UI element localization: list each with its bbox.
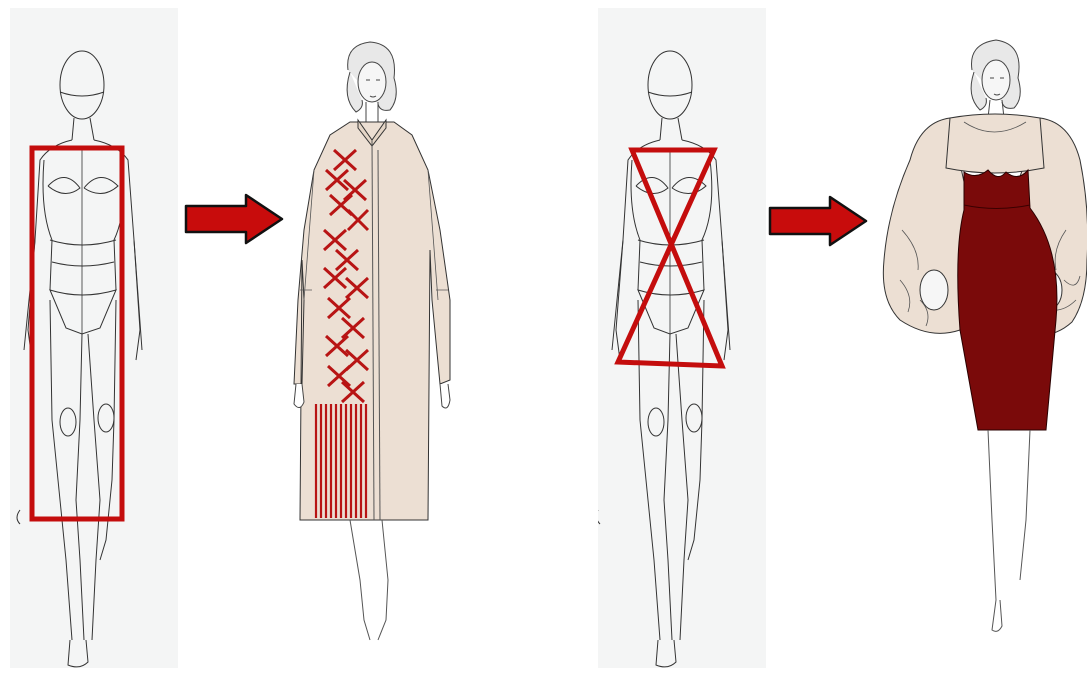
transform-arrow-right [182, 192, 292, 251]
transform-arrow-right [766, 194, 876, 253]
croquis-hourglass-panel [598, 0, 768, 685]
puff-sleeve-dress-illustration [880, 0, 1087, 685]
embroidered-coat-illustration [290, 0, 470, 685]
croquis-rectangle-panel [10, 0, 180, 685]
model-head [971, 40, 1020, 118]
model-head [347, 42, 396, 122]
rectangle-overlay [32, 148, 122, 519]
